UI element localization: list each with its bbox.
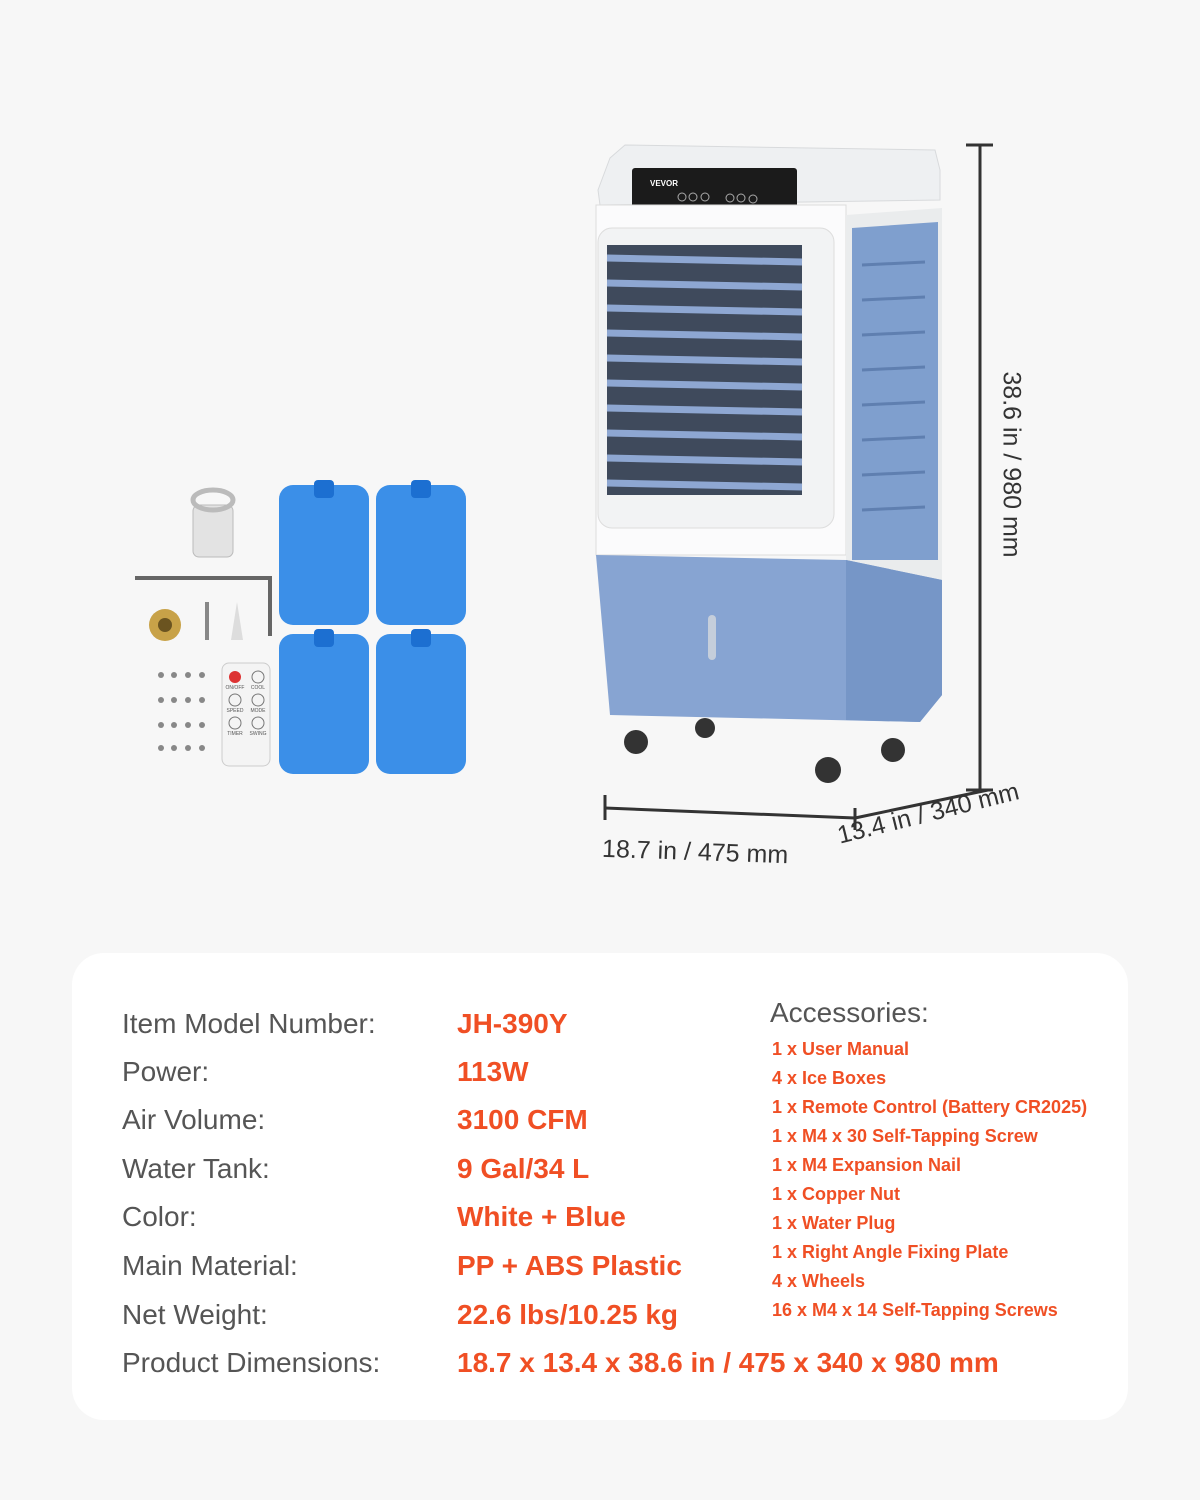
- accessory-item: 16 x M4 x 14 Self-Tapping Screws: [772, 1300, 1058, 1320]
- specs-card: Item Model Number: JH-390Y Power: 113W A…: [72, 953, 1128, 1420]
- spec-label: Color:: [122, 1201, 197, 1232]
- accessory-item: 1 x User Manual: [772, 1039, 910, 1059]
- spec-label: Power:: [122, 1056, 210, 1087]
- remote-label-speed: SPEED: [227, 708, 244, 714]
- accessory-item: 1 x M4 Expansion Nail: [772, 1155, 962, 1175]
- spec-value: 9 Gal/34 L: [457, 1153, 590, 1184]
- remote-label-mode: MODE: [251, 708, 267, 714]
- accessory-item: 1 x Water Plug: [772, 1213, 896, 1233]
- accessory-item: 1 x Copper Nut: [772, 1184, 901, 1204]
- spec-value: 113W: [457, 1056, 529, 1087]
- spec-label: Air Volume:: [122, 1104, 266, 1135]
- accessory-item: 4 x Ice Boxes: [772, 1068, 887, 1088]
- remote-label-swing: SWING: [250, 731, 267, 737]
- accessories-title: Accessories:: [770, 997, 929, 1028]
- accessory-item: 4 x Wheels: [772, 1271, 866, 1291]
- air-cooler-image: VEVOR ON: [135, 143, 993, 830]
- spec-value: 22.6 lbs/10.25 kg: [457, 1299, 679, 1330]
- spec-value: JH-390Y: [457, 1008, 568, 1039]
- spec-label: Product Dimensions:: [122, 1347, 381, 1378]
- ice-boxes: [279, 480, 466, 774]
- spec-value: 18.7 x 13.4 x 38.6 in / 475 x 340 x 980 …: [457, 1347, 999, 1378]
- accessory-item: 1 x Remote Control (Battery CR2025): [772, 1097, 1088, 1117]
- height-dimension-label: 38.6 in / 980 mm: [997, 371, 1026, 558]
- spec-label: Net Weight:: [122, 1299, 268, 1330]
- spec-label: Main Material:: [122, 1250, 298, 1281]
- remote-control: ON/OFF COOL SPEED MODE TIMER SWING: [221, 662, 271, 767]
- remote-label-timer: TIMER: [227, 731, 243, 737]
- accessory-item: 1 x M4 x 30 Self-Tapping Screw: [772, 1126, 1038, 1146]
- remote-label-cool: COOL: [251, 685, 265, 691]
- remote-label-on-off: ON/OFF: [226, 685, 245, 691]
- accessory-item: 1 x Right Angle Fixing Plate: [772, 1242, 1009, 1262]
- brand-logo: VEVOR: [650, 179, 678, 188]
- spec-label: Item Model Number:: [122, 1008, 376, 1039]
- spec-value: PP + ABS Plastic: [457, 1250, 682, 1281]
- spec-label: Water Tank:: [122, 1153, 270, 1184]
- spec-value: White + Blue: [457, 1201, 626, 1232]
- spec-value: 3100 CFM: [457, 1104, 588, 1135]
